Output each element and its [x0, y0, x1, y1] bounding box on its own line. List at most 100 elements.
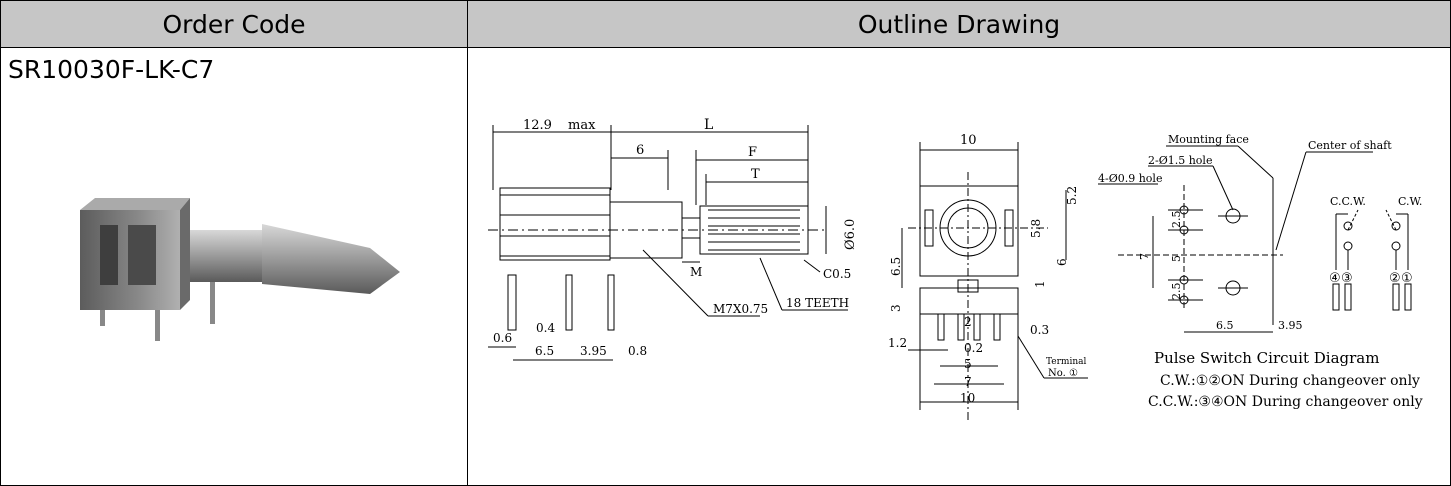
mounting-face: Mounting face	[1168, 133, 1249, 146]
circuit-cw-line: C.W.:①②ON During changeover only	[1160, 373, 1420, 389]
switch-pin	[1332, 283, 1340, 311]
switch-pin	[1404, 283, 1412, 311]
dim-08: 0.8	[628, 344, 647, 358]
dim-12: 1.2	[888, 336, 907, 350]
front-pin	[993, 313, 1001, 341]
dim-7: 7	[964, 375, 972, 389]
dim-58: 5.8	[1029, 219, 1043, 238]
pin-1: ①	[1401, 271, 1413, 286]
product-body-slot	[128, 225, 156, 285]
front-base	[919, 287, 1019, 315]
side-body	[499, 187, 611, 261]
label-ccw: C.C.W.	[1330, 195, 1366, 208]
pin-4: ④	[1329, 271, 1341, 286]
side-view: 12.9 max L 6 F T Ø6.0 M C0.5 M7X0.75	[488, 117, 858, 361]
dim-395: 3.95	[1278, 319, 1303, 332]
dim-12-9: 12.9	[523, 118, 552, 133]
dim-03: 0.3	[1030, 323, 1049, 337]
switch-pin	[1344, 283, 1352, 311]
hole-15: 2-Ø1.5 hole	[1148, 154, 1212, 167]
switch-pin	[1392, 283, 1400, 311]
label-thread: M7X0.75	[713, 302, 768, 316]
product-pin	[210, 282, 215, 324]
dim-65: 6.5	[889, 257, 903, 276]
dim-L: L	[704, 117, 713, 133]
circuit-title: Pulse Switch Circuit Diagram	[1154, 349, 1379, 367]
dim-6: 6	[1055, 258, 1069, 266]
dim-F: F	[748, 145, 757, 160]
product-body-top	[80, 198, 190, 210]
header-outline-drawing: Outline Drawing	[467, 0, 1451, 48]
label-cw: C.W.	[1398, 195, 1422, 208]
front-pin	[957, 313, 965, 341]
dim-25a: 2.5	[1170, 211, 1183, 229]
switch-contact	[1343, 221, 1353, 231]
dim-T: T	[751, 167, 760, 182]
dim-2: 2	[964, 315, 972, 329]
switch-contact	[1391, 241, 1401, 251]
dim-65: 6.5	[1216, 319, 1234, 332]
product-shaft	[262, 224, 400, 294]
pin-3: ③	[1341, 271, 1353, 286]
order-code-value: SR10030F-LK-C7	[8, 55, 215, 84]
side-neck	[681, 217, 701, 239]
dim-max: max	[568, 118, 596, 133]
dim-25b: 2.5	[1170, 283, 1183, 301]
leader-line	[1017, 335, 1045, 379]
dim-1: 1	[1033, 280, 1047, 288]
switch-arm	[1385, 209, 1397, 231]
dim-52: 5.2	[1065, 186, 1079, 205]
terminal-label: Terminal	[1046, 357, 1087, 367]
pcb-view: Mounting face Center of shaft 2-Ø1.5 hol…	[1098, 133, 1422, 333]
outline-drawing: 12.9 max L 6 F T Ø6.0 M C0.5 M7X0.75	[488, 117, 1423, 420]
dim-06: 0.6	[493, 331, 512, 345]
front-view: 10 5.2 5.8 6 6.5 1 3 2 0.3 1.2 0.2 5 7 1	[888, 133, 1088, 420]
header-order-code: Order Code	[0, 0, 468, 48]
dim-10-bot: 10	[960, 391, 975, 405]
side-body-band	[499, 194, 611, 216]
dim-3: 3	[889, 304, 903, 312]
side-body-band	[499, 235, 611, 257]
leader-line	[1237, 145, 1274, 179]
dim-395: 3.95	[580, 344, 607, 358]
leader-line	[642, 249, 709, 317]
dim-6: 6	[636, 143, 644, 158]
leader-line	[759, 257, 783, 311]
hole-09: 4-Ø0.9 hole	[1098, 172, 1162, 185]
dim-M: M	[690, 265, 702, 279]
circuit-legend: Pulse Switch Circuit Diagram C.W.:①②ON D…	[1148, 349, 1423, 410]
label-teeth: 18 TEETH	[786, 296, 849, 310]
header-outline-drawing-label: Outline Drawing	[857, 9, 1061, 39]
dim-C05: C0.5	[823, 267, 851, 281]
front-pin	[937, 313, 945, 341]
center-of-shaft: Center of shaft	[1308, 139, 1392, 152]
product-body-slot	[100, 225, 118, 285]
dim-5: 5	[1170, 255, 1183, 262]
switch-contact	[1391, 221, 1401, 231]
side-pin	[607, 274, 615, 331]
product-photo	[80, 198, 400, 341]
product-body-side	[180, 198, 190, 310]
front-pin	[973, 313, 981, 341]
circuit-ccw-line: C.C.W.:③④ON During changeover only	[1148, 394, 1423, 410]
dim-04: 0.4	[536, 321, 555, 335]
dim-10-top: 10	[960, 133, 977, 148]
product-bushing	[190, 230, 265, 282]
side-pin	[565, 274, 573, 331]
switch-arm	[1347, 209, 1359, 231]
front-slot	[924, 209, 934, 247]
leader-line	[803, 259, 821, 273]
terminal-no: No. ①	[1048, 368, 1078, 379]
front-body	[919, 185, 1019, 277]
side-pin	[507, 274, 517, 331]
leader-line	[1212, 165, 1234, 211]
dim-65: 6.5	[535, 344, 554, 358]
product-pin	[155, 285, 160, 341]
leader-line	[1275, 151, 1307, 251]
dim-02: 0.2	[964, 341, 983, 355]
switch-contact	[1343, 241, 1353, 251]
front-tab	[957, 279, 979, 293]
dim-dia6: Ø6.0	[843, 219, 858, 250]
dim-7: 7	[1138, 253, 1151, 260]
pin-2: ②	[1389, 271, 1401, 286]
